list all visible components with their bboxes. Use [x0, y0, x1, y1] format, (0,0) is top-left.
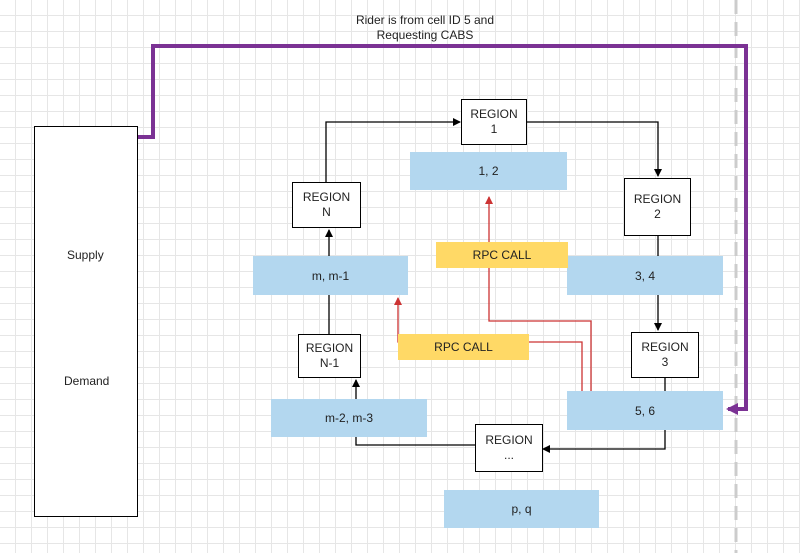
cell-block-p-q: p, q: [444, 490, 599, 528]
region-n-box: REGION N: [292, 182, 361, 228]
supply-demand-box: [34, 126, 138, 517]
edge-rn-to-r1: [325, 118, 461, 182]
edge-r1-to-r2: [527, 121, 662, 177]
region-n-1-box: REGION N-1: [298, 334, 361, 378]
cell-block-m: m, m-1: [253, 256, 408, 295]
cell-block-m-2: m-2, m-3: [271, 399, 427, 437]
region-3-box: REGION 3: [631, 332, 699, 378]
request-caption: Rider is from cell ID 5 and Requesting C…: [355, 13, 495, 42]
region-1-box: REGION 1: [461, 99, 527, 145]
cell-block-1-2: 1, 2: [410, 152, 567, 190]
supply-label: Supply: [67, 248, 104, 262]
cell-block-5-6: 5, 6: [567, 391, 723, 430]
region-2-box: REGION 2: [624, 178, 691, 236]
region-dots-box: REGION ...: [475, 424, 543, 472]
request-path: [137, 44, 748, 415]
rpc-call-label-top: RPC CALL: [436, 242, 568, 268]
demand-label: Demand: [64, 374, 110, 388]
rpc-call-label-bottom: RPC CALL: [398, 334, 529, 360]
cell-block-3-4: 3, 4: [567, 256, 723, 295]
